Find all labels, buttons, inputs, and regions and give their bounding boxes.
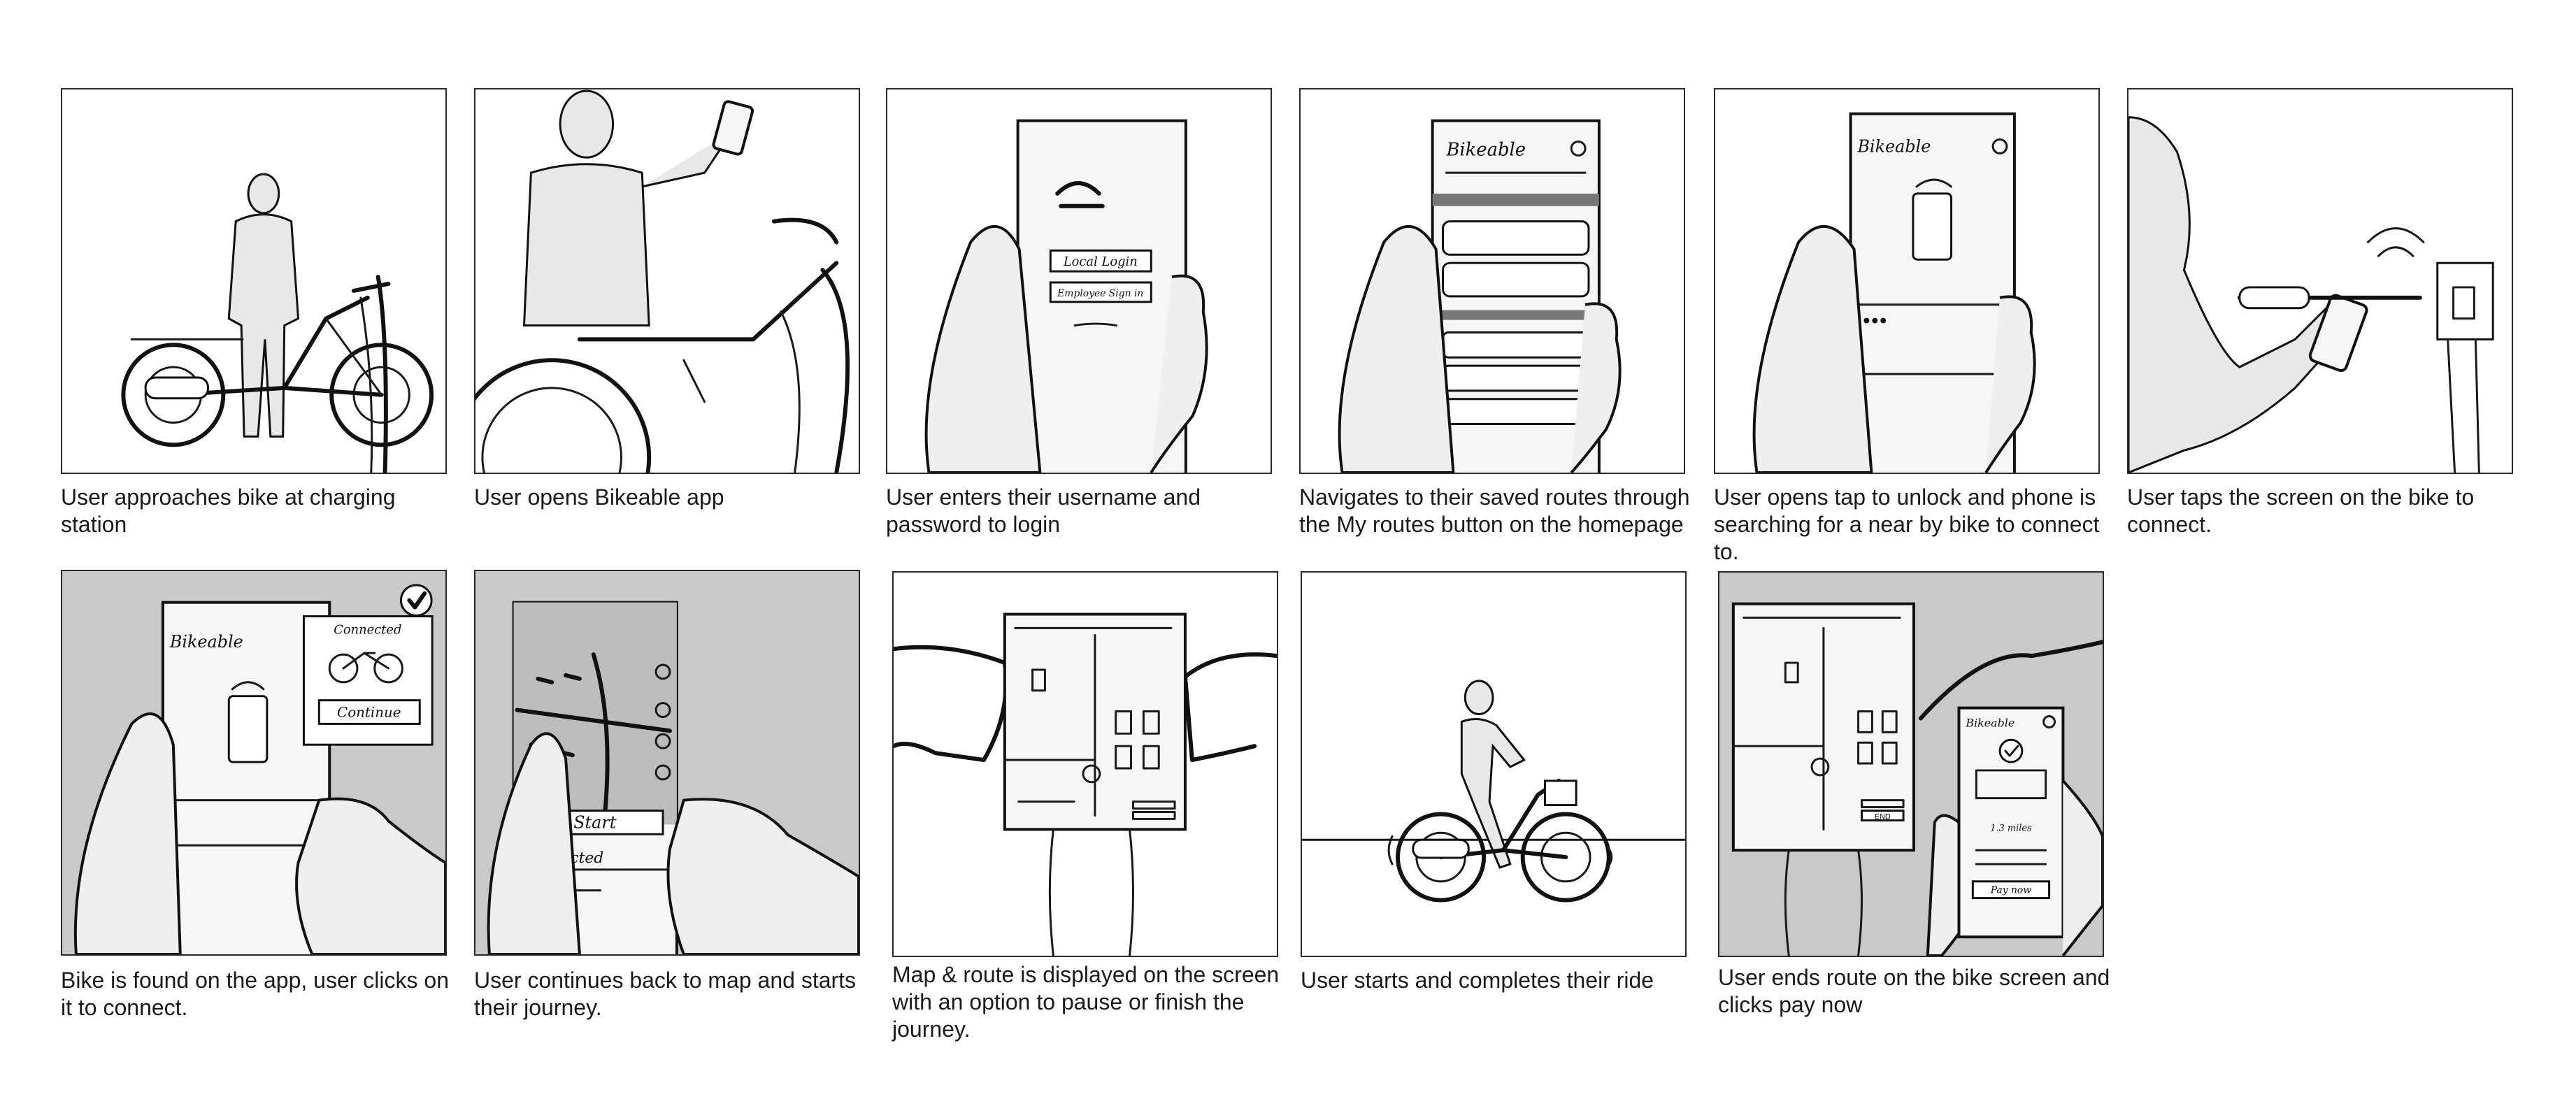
svg-text:Bikeable: Bikeable [1857, 136, 1931, 156]
caption-panel-6: User taps the screen on the bike to conn… [2127, 484, 2475, 537]
caption-panel-7: Bike is found on the app, user clicks on… [61, 968, 449, 1020]
svg-text:Connected: Connected [334, 622, 401, 637]
storyboard-panel-11: END Bikeable 1.3 miles Pay now [1718, 571, 2104, 957]
sketch-start-journey: Start Connected [487, 601, 859, 954]
sketch-ride [1302, 680, 1685, 903]
sketch-saved-routes: Bikeable [1338, 119, 1622, 473]
caption-panel-2: User opens Bikeable app [474, 484, 724, 510]
sketch-bike-connected: Bikeable Connected Continue [73, 584, 445, 954]
storyboard-panel-9 [892, 571, 1278, 957]
sketch-approach-bike [121, 173, 434, 473]
svg-text:1.3 miles: 1.3 miles [1990, 823, 2032, 833]
sketch-end-and-pay: END Bikeable 1.3 miles Pay now [1731, 602, 2103, 956]
caption-panel-3: User enters their username and password … [886, 484, 1201, 537]
storyboard-panel-3: Local Login Employee Sign in [886, 88, 1272, 474]
caption-panel-1: User approaches bike at charging station [61, 484, 396, 537]
svg-text:END: END [1875, 812, 1891, 821]
caption-panel-11: User ends route on the bike screen and c… [1718, 965, 2110, 1017]
storyboard-panel-5: Bikeable [1714, 88, 2100, 474]
local-login-button [1049, 249, 1152, 273]
sketch-tap-bike-screen [2128, 116, 2494, 473]
caption-panel-10: User starts and completes their ride [1301, 968, 1654, 993]
svg-text:Bikeable: Bikeable [169, 632, 243, 652]
end-button [1861, 810, 1905, 821]
storyboard-panel-1 [61, 88, 447, 474]
svg-text:Employee Sign in: Employee Sign in [1057, 288, 1143, 299]
caption-panel-8: User continues back to map and starts th… [474, 968, 857, 1020]
continue-button [317, 699, 421, 725]
pay-now-button [1971, 880, 2051, 900]
svg-text:Start: Start [573, 812, 616, 832]
svg-text:Continue: Continue [337, 704, 401, 720]
employee-sign-in-button [1049, 281, 1152, 303]
caption-panel-4: Navigates to their saved routes through … [1299, 484, 1690, 537]
storyboard-panel-10 [1301, 571, 1687, 957]
sketch-login-screen: Local Login Employee Sign in [924, 119, 1208, 473]
storyboard-panel-2 [474, 88, 860, 474]
svg-text:Bikeable: Bikeable [1965, 716, 2015, 729]
storyboard-panel-4: Bikeable [1299, 88, 1685, 474]
sketch-open-app [475, 89, 850, 473]
storyboard-panel-7: Bikeable Connected Continue [61, 570, 447, 956]
caption-panel-5: User opens tap to unlock and phone is se… [1714, 484, 2100, 564]
svg-text:Bikeable: Bikeable [1445, 139, 1526, 160]
svg-text:Local Login: Local Login [1063, 254, 1138, 269]
sketch-tap-to-unlock: Bikeable [1752, 112, 2036, 473]
svg-text:Pay now: Pay now [1990, 885, 2032, 896]
storyboard-panel-6 [2127, 88, 2513, 474]
storyboard-panel-8: Start Connected [474, 570, 860, 956]
sketch-map-route [894, 612, 1277, 956]
caption-panel-9: Map & route is displayed on the screen w… [892, 962, 1280, 1042]
